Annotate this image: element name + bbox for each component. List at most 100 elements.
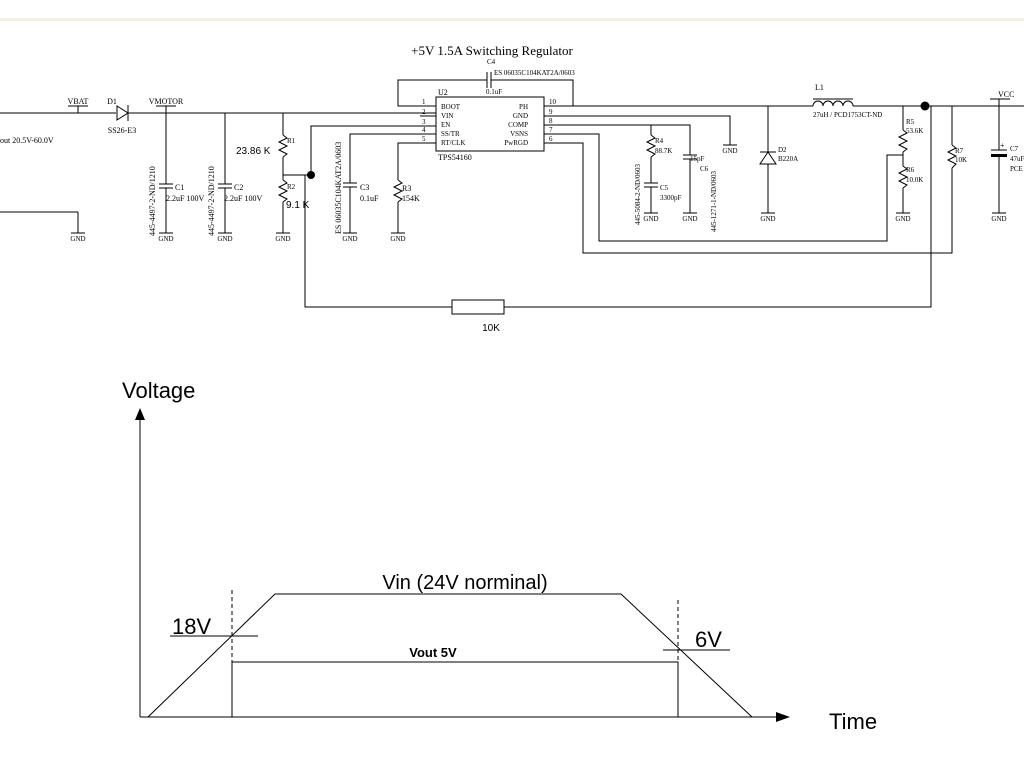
turn-off-threshold-label: 6V (695, 627, 722, 652)
c3-part: ES 06035C104KAT2A/0603 (334, 142, 343, 234)
resistor-r6-icon (897, 165, 909, 189)
r1-ref: R1 (287, 137, 296, 145)
r2-ref: R2 (287, 183, 296, 191)
c3-ref: C3 (360, 183, 369, 192)
schematic-title: +5V 1.5A Switching Regulator (411, 43, 573, 58)
pin-name: BOOT (441, 103, 461, 111)
vin-waveform (147, 593, 753, 718)
ic-right-pins: 10 9 8 7 6 PH GND COMP VSNS PwRGD (504, 98, 560, 147)
d1-ref: D1 (107, 97, 117, 106)
vcc-net-label: VCC (998, 90, 1014, 99)
vout-label: Vout 5V (409, 645, 457, 660)
gnd-label: GND (895, 215, 910, 223)
r7-ref: R7 (955, 147, 964, 155)
r6-value: 10.0K (906, 176, 923, 184)
y-axis-arrow-icon (135, 408, 145, 420)
r5-ref: R5 (906, 118, 915, 126)
x-axis-arrow-icon (776, 712, 790, 722)
r3-value: 154K (402, 194, 420, 203)
c7-value: 47uF (1010, 155, 1024, 163)
capacitor-c2-icon (218, 183, 232, 189)
x-axis-label: Time (829, 709, 877, 734)
gnd-label: GND (158, 235, 173, 243)
pin-number: 9 (549, 108, 553, 116)
c3-value: 0.1uF (360, 194, 379, 203)
l1-value: 27uH / PCD1753CT-ND (813, 111, 882, 119)
c5-value: 3300pF (660, 194, 682, 202)
gnd-label: GND (991, 215, 1006, 223)
vmotor-net-label: VMOTOR (149, 97, 184, 106)
diode-d2-icon (759, 151, 777, 165)
c1-part: 445-4497-2-ND/1210 (148, 166, 157, 236)
c7-part: PCE (1010, 165, 1023, 173)
r1-value: 23.86 K (236, 146, 271, 157)
ic-u2-body (435, 96, 545, 152)
gnd-label: GND (390, 235, 405, 243)
c2-value: 2.2uF 100V (224, 194, 262, 203)
c4-part: ES 06035C104KAT2A/0603 (494, 69, 575, 77)
r4-ref: R4 (655, 137, 664, 145)
c4-value: 0.1uF (486, 88, 502, 96)
timing-diagram: Voltage Time Vin (24V norminal) Vout 5V … (122, 378, 877, 734)
r4-value: 88.7K (655, 147, 672, 155)
gnd-label: GND (682, 215, 697, 223)
input-voltage-label: out 20.5V-60.0V (0, 136, 54, 145)
c2-part: 445-4497-2-ND/1210 (207, 166, 216, 236)
pin-name: VSNS (510, 130, 528, 138)
c6-ref: C6 (700, 165, 709, 173)
pin-name: PH (519, 103, 528, 111)
pin-name: PwRGD (504, 139, 528, 147)
resistor-r7-icon (946, 144, 958, 169)
d1-part: SS26-E3 (108, 126, 136, 135)
resistor-r4-icon (645, 134, 657, 158)
ic-part: TPS54160 (438, 153, 472, 162)
diode-d1-icon (116, 105, 129, 121)
resistor-r2-icon (277, 179, 289, 203)
gnd-label: GND (342, 235, 357, 243)
c1-ref: C1 (175, 183, 184, 192)
pin-name: COMP (508, 121, 528, 129)
turn-on-threshold-label: 18V (172, 614, 211, 639)
c6-value: 15pF (690, 155, 705, 163)
r3-ref: R3 (402, 184, 411, 193)
gnd-label: GND (722, 147, 737, 155)
resistor-r5-icon (897, 129, 909, 153)
pin-number: 4 (422, 126, 426, 134)
capacitor-c7-icon (991, 149, 1007, 157)
pin-number: 2 (422, 108, 426, 116)
ic-left-pins: 1 2 3 4 5 BOOT VIN EN SS/TR RT/CLK (420, 98, 465, 147)
r5-value: 53.6K (906, 127, 923, 135)
r2-value: 9.1 K (286, 200, 310, 211)
pin-number: 6 (549, 135, 553, 143)
gnd-label: GND (217, 235, 232, 243)
pin-number: 8 (549, 117, 553, 125)
pin-number: 3 (422, 118, 426, 126)
d2-ref: D2 (778, 146, 787, 154)
pin-number: 5 (422, 135, 426, 143)
inductor-l1-icon (812, 98, 854, 107)
r4-part: 445-5084-2-ND/0603 (634, 163, 642, 225)
pin-number: 10 (549, 98, 557, 106)
pin-name: VIN (441, 112, 453, 120)
resistor-r1-icon (277, 134, 289, 158)
c5-ref: C5 (660, 184, 669, 192)
r7-value: 10K (955, 156, 967, 164)
ic-ref: U2 (438, 88, 448, 97)
gnd-label: GND (643, 215, 658, 223)
c1-value: 2.2uF 100V (166, 194, 204, 203)
pin-name: SS/TR (441, 130, 460, 138)
vin-label: Vin (24V norminal) (382, 572, 547, 594)
pin-name: GND (513, 112, 528, 120)
feedback-resistor-value: 10K (482, 323, 500, 334)
resistor-r3-icon (392, 179, 404, 203)
d2-part: B220A (778, 155, 798, 163)
c7-ref: C7 (1010, 145, 1019, 153)
top-divider (0, 18, 1024, 21)
resistor-10k-icon (451, 299, 505, 315)
c2-ref: C2 (234, 183, 243, 192)
output-junction-dot (920, 101, 930, 111)
gnd-label: GND (70, 235, 85, 243)
gnd-label: GND (760, 215, 775, 223)
gnd-label: GND (275, 235, 290, 243)
